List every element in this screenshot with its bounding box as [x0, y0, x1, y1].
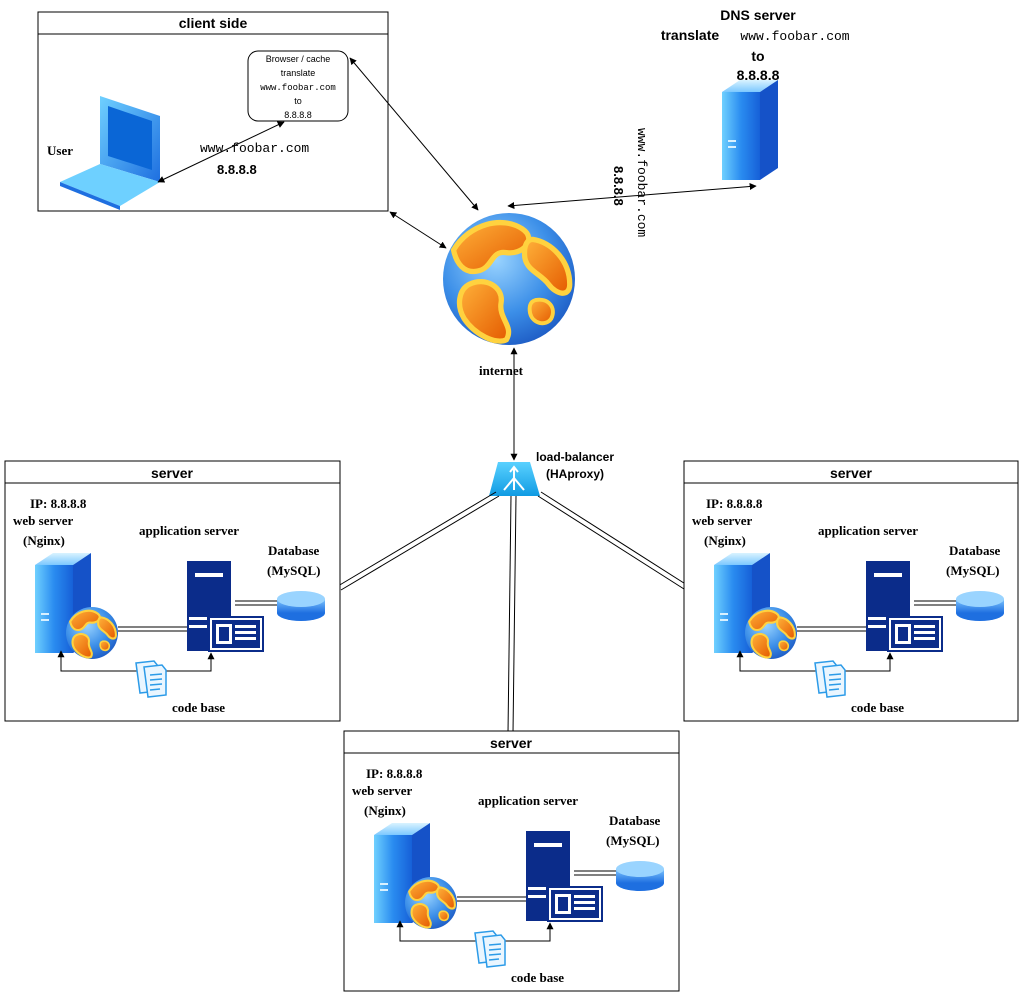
browser-internet-arrow — [349, 57, 479, 211]
app-server-label: application server — [818, 523, 918, 538]
dns-link-ip: 8.8.8.8 — [611, 166, 626, 206]
request-domain-label: www.foobar.com — [200, 141, 309, 156]
server-ip: IP: 8.8.8.8 — [366, 766, 423, 781]
code-base-label: code base — [851, 700, 904, 715]
nginx-label: (Nginx) — [704, 533, 746, 548]
server-title: server — [830, 465, 873, 481]
browser-line-3: www.foobar.com — [260, 83, 336, 93]
code-base-icon — [135, 660, 167, 698]
laptop-browser-arrow — [157, 121, 285, 183]
web-globe-icon — [64, 605, 120, 661]
web-server-label: web server — [352, 783, 413, 798]
code-base-icon — [814, 660, 846, 698]
code-base-icon — [474, 930, 506, 968]
dns-translate: translate — [661, 27, 720, 43]
lb-label-1: load-balancer — [536, 450, 614, 464]
server-title: server — [151, 465, 194, 481]
client-side-title: client side — [179, 15, 248, 31]
code-base-label: code base — [172, 700, 225, 715]
dns-title: DNS server — [720, 7, 796, 23]
internet-dns-arrow — [507, 183, 757, 209]
server-ip: IP: 8.8.8.8 — [30, 496, 87, 511]
web-globe-icon — [403, 875, 459, 931]
mysql-label: (MySQL) — [606, 833, 659, 848]
browser-line-1: Browser / cache — [266, 54, 331, 64]
dns-server-icon — [722, 80, 778, 180]
client-internet-arrow — [389, 211, 447, 249]
nginx-label: (Nginx) — [364, 803, 406, 818]
web-globe-icon — [743, 605, 799, 661]
database-label: Database — [609, 813, 661, 828]
database-icon — [956, 591, 1004, 621]
lb-links — [337, 491, 688, 734]
internet-label: internet — [479, 363, 524, 378]
app-server-label: application server — [139, 523, 239, 538]
code-base-label: code base — [511, 970, 564, 985]
laptop-icon — [60, 96, 160, 210]
database-icon — [277, 591, 325, 621]
nginx-label: (Nginx) — [23, 533, 65, 548]
internet-globe-icon — [443, 213, 575, 345]
load-balancer-icon — [489, 462, 540, 496]
lb-label-2: (HAproxy) — [546, 467, 604, 481]
web-server-label: web server — [692, 513, 753, 528]
browser-line-5: 8.8.8.8 — [284, 110, 312, 120]
database-label: Database — [949, 543, 1001, 558]
mysql-label: (MySQL) — [946, 563, 999, 578]
request-ip-label: 8.8.8.8 — [217, 162, 257, 177]
dns-ip: 8.8.8.8 — [737, 67, 780, 83]
dns-to: to — [751, 48, 764, 64]
browser-line-2: translate — [281, 68, 316, 78]
database-label: Database — [268, 543, 320, 558]
server-box-left: server IP: 8.8.8.8 web server (Nginx) ap… — [4, 460, 341, 722]
browser-cache-box: Browser / cache translate www.foobar.com… — [247, 50, 349, 122]
server-ip: IP: 8.8.8.8 — [706, 496, 763, 511]
web-server-label: web server — [13, 513, 74, 528]
dns-domain: www.foobar.com — [740, 29, 849, 44]
browser-line-4: to — [294, 96, 302, 106]
dns-link-domain: www.foobar.com — [634, 128, 649, 237]
mysql-label: (MySQL) — [267, 563, 320, 578]
server-box-right: server IP: 8.8.8.8 web server (Nginx) ap… — [683, 460, 1019, 722]
app-server-label: application server — [478, 793, 578, 808]
server-title: server — [490, 735, 533, 751]
database-icon — [616, 861, 664, 891]
user-label: User — [47, 143, 73, 158]
server-box-bottom: server IP: 8.8.8.8 web server (Nginx) ap… — [343, 730, 680, 992]
